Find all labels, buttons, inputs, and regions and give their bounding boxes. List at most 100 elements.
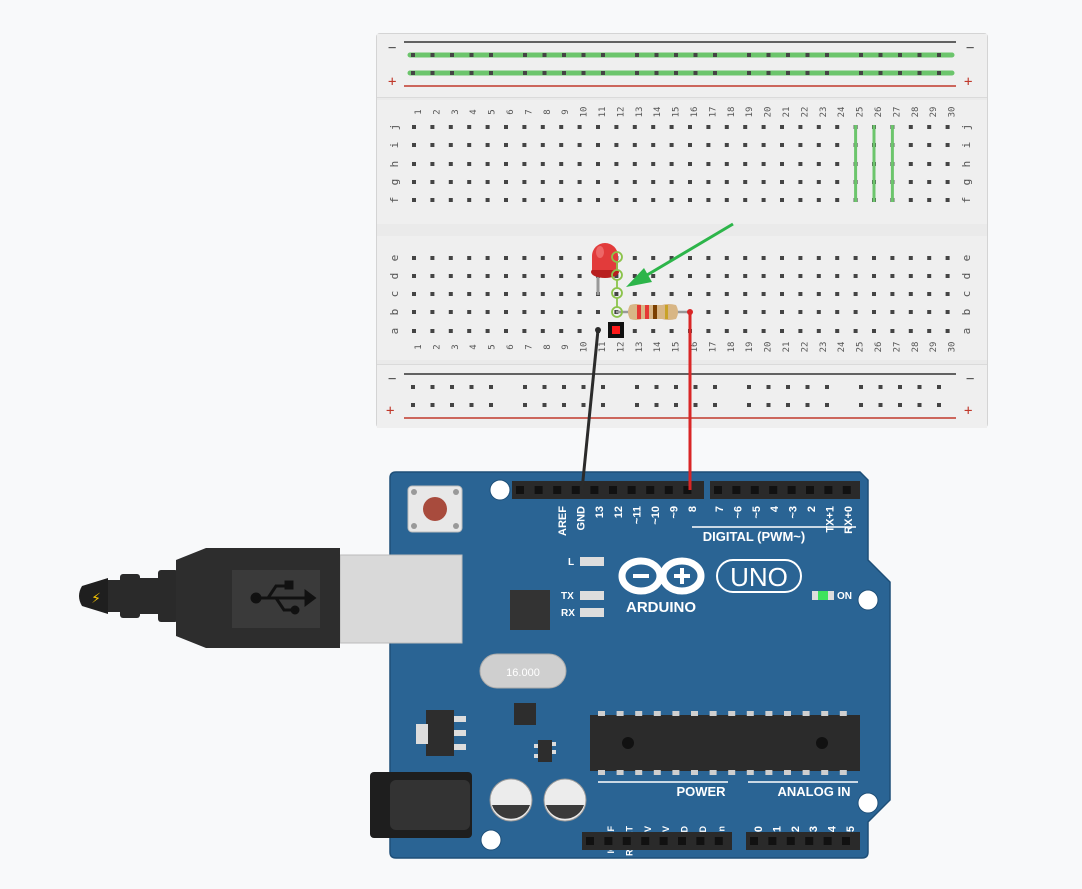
terminal-hole[interactable] bbox=[669, 198, 674, 202]
terminal-hole[interactable] bbox=[485, 162, 490, 166]
terminal-hole[interactable] bbox=[430, 329, 435, 333]
terminal-hole[interactable] bbox=[430, 162, 435, 166]
rail-hole[interactable] bbox=[674, 385, 678, 389]
terminal-hole[interactable] bbox=[780, 125, 784, 129]
rail-hole[interactable] bbox=[859, 385, 863, 389]
rail-hole[interactable] bbox=[542, 53, 547, 57]
rail-hole[interactable] bbox=[859, 403, 863, 407]
terminal-hole[interactable] bbox=[853, 274, 858, 278]
terminal-hole[interactable] bbox=[540, 180, 545, 184]
terminal-hole[interactable] bbox=[706, 180, 711, 184]
terminal-hole[interactable] bbox=[577, 180, 582, 184]
reset-button[interactable] bbox=[407, 485, 463, 533]
terminal-hole[interactable] bbox=[688, 162, 692, 166]
rail-hole[interactable] bbox=[747, 403, 751, 407]
rail-hole[interactable] bbox=[878, 385, 883, 389]
terminal-hole[interactable] bbox=[798, 162, 803, 166]
rail-hole[interactable] bbox=[878, 71, 883, 75]
terminal-hole[interactable] bbox=[540, 198, 545, 202]
terminal-hole[interactable] bbox=[467, 329, 472, 333]
led-component[interactable] bbox=[591, 243, 619, 295]
rail-hole[interactable] bbox=[654, 71, 659, 75]
rail-hole[interactable] bbox=[747, 71, 751, 75]
terminal-hole[interactable] bbox=[448, 329, 453, 333]
header-socket[interactable] bbox=[714, 486, 722, 494]
terminal-hole[interactable] bbox=[614, 274, 619, 278]
arduino-uno-board[interactable]: 16.000 bbox=[339, 471, 891, 859]
rail-hole[interactable] bbox=[601, 403, 605, 407]
rail-hole[interactable] bbox=[654, 403, 659, 407]
terminal-hole[interactable] bbox=[780, 162, 784, 166]
terminal-hole[interactable] bbox=[577, 329, 582, 333]
header-socket[interactable] bbox=[842, 837, 850, 845]
terminal-hole[interactable] bbox=[577, 274, 582, 278]
rail-hole[interactable] bbox=[562, 403, 566, 407]
terminal-hole[interactable] bbox=[448, 125, 453, 129]
terminal-hole[interactable] bbox=[430, 143, 435, 147]
terminal-hole[interactable] bbox=[761, 125, 766, 129]
terminal-hole[interactable] bbox=[945, 292, 950, 296]
terminal-hole[interactable] bbox=[651, 162, 656, 166]
rail-hole[interactable] bbox=[411, 385, 415, 389]
rail-hole[interactable] bbox=[542, 71, 547, 75]
terminal-hole[interactable] bbox=[780, 292, 784, 296]
rail-hole[interactable] bbox=[786, 53, 790, 57]
rail-hole[interactable] bbox=[542, 385, 547, 389]
rail-hole[interactable] bbox=[635, 53, 639, 57]
terminal-hole[interactable] bbox=[798, 329, 803, 333]
terminal-hole[interactable] bbox=[908, 143, 913, 147]
terminal-hole[interactable] bbox=[908, 274, 913, 278]
terminal-hole[interactable] bbox=[651, 125, 656, 129]
rail-hole[interactable] bbox=[581, 71, 586, 75]
terminal-hole[interactable] bbox=[632, 198, 637, 202]
terminal-hole[interactable] bbox=[798, 143, 803, 147]
rail-hole[interactable] bbox=[713, 53, 717, 57]
terminal-hole[interactable] bbox=[761, 143, 766, 147]
header-socket[interactable] bbox=[714, 837, 723, 845]
terminal-hole[interactable] bbox=[872, 292, 876, 296]
rail-hole[interactable] bbox=[411, 403, 415, 407]
terminal-hole[interactable] bbox=[430, 125, 435, 129]
terminal-hole[interactable] bbox=[540, 143, 545, 147]
terminal-hole[interactable] bbox=[467, 274, 472, 278]
header-socket[interactable] bbox=[571, 486, 580, 494]
terminal-hole[interactable] bbox=[761, 162, 766, 166]
header-socket[interactable] bbox=[586, 837, 594, 845]
rail-hole[interactable] bbox=[786, 71, 790, 75]
terminal-hole[interactable] bbox=[448, 198, 453, 202]
header-socket[interactable] bbox=[516, 486, 524, 494]
terminal-hole[interactable] bbox=[835, 125, 840, 129]
terminal-hole[interactable] bbox=[835, 143, 840, 147]
terminal-hole[interactable] bbox=[467, 162, 472, 166]
terminal-hole[interactable] bbox=[522, 310, 527, 314]
terminal-hole[interactable] bbox=[798, 198, 803, 202]
terminal-hole[interactable] bbox=[559, 256, 564, 260]
rail-hole[interactable] bbox=[674, 53, 678, 57]
terminal-hole[interactable] bbox=[559, 162, 564, 166]
terminal-hole[interactable] bbox=[504, 310, 508, 314]
terminal-hole[interactable] bbox=[724, 162, 729, 166]
terminal-hole[interactable] bbox=[614, 162, 619, 166]
terminal-hole[interactable] bbox=[780, 256, 784, 260]
terminal-hole[interactable] bbox=[780, 198, 784, 202]
terminal-hole[interactable] bbox=[467, 125, 472, 129]
terminal-hole[interactable] bbox=[945, 198, 950, 202]
rail-hole[interactable] bbox=[581, 385, 586, 389]
rail-hole[interactable] bbox=[713, 403, 717, 407]
terminal-hole[interactable] bbox=[559, 125, 564, 129]
terminal-hole[interactable] bbox=[706, 310, 711, 314]
terminal-hole[interactable] bbox=[448, 310, 453, 314]
header-socket[interactable] bbox=[768, 837, 777, 845]
terminal-hole[interactable] bbox=[724, 256, 729, 260]
terminal-hole[interactable] bbox=[632, 274, 637, 278]
rail-hole[interactable] bbox=[937, 385, 941, 389]
terminal-hole[interactable] bbox=[743, 162, 748, 166]
rail-hole[interactable] bbox=[450, 53, 454, 57]
rail-hole[interactable] bbox=[635, 71, 639, 75]
terminal-hole[interactable] bbox=[412, 180, 416, 184]
terminal-hole[interactable] bbox=[688, 125, 692, 129]
terminal-hole[interactable] bbox=[853, 329, 858, 333]
terminal-hole[interactable] bbox=[908, 162, 913, 166]
terminal-hole[interactable] bbox=[890, 292, 895, 296]
terminal-hole[interactable] bbox=[430, 310, 435, 314]
